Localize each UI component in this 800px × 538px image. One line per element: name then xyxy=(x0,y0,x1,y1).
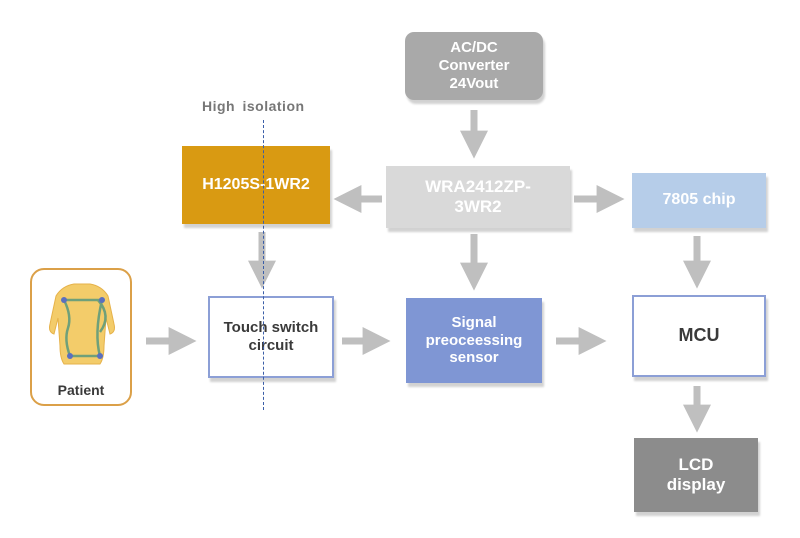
chip-7805-block: 7805 chip xyxy=(632,173,766,228)
touch-switch-block: Touch switch circuit xyxy=(208,296,334,378)
isolation-boundary-line xyxy=(263,120,264,410)
patient-torso-icon xyxy=(49,283,115,365)
high-isolation-label: High isolation xyxy=(202,98,305,114)
lcd-display-block: LCD display xyxy=(634,438,758,512)
signal-sensor-block: Signal preoceessing sensor xyxy=(406,298,542,383)
acdc-converter-block: AC/DC Converter 24Vout xyxy=(405,32,543,100)
isolation-module-block: H1205S-1WR2 xyxy=(182,146,330,224)
regulator-block: WRA2412ZP- 3WR2 xyxy=(386,166,570,228)
patient-label: Patient xyxy=(57,382,105,398)
patient-block: Patient xyxy=(30,268,132,406)
mcu-block: MCU xyxy=(632,295,766,377)
